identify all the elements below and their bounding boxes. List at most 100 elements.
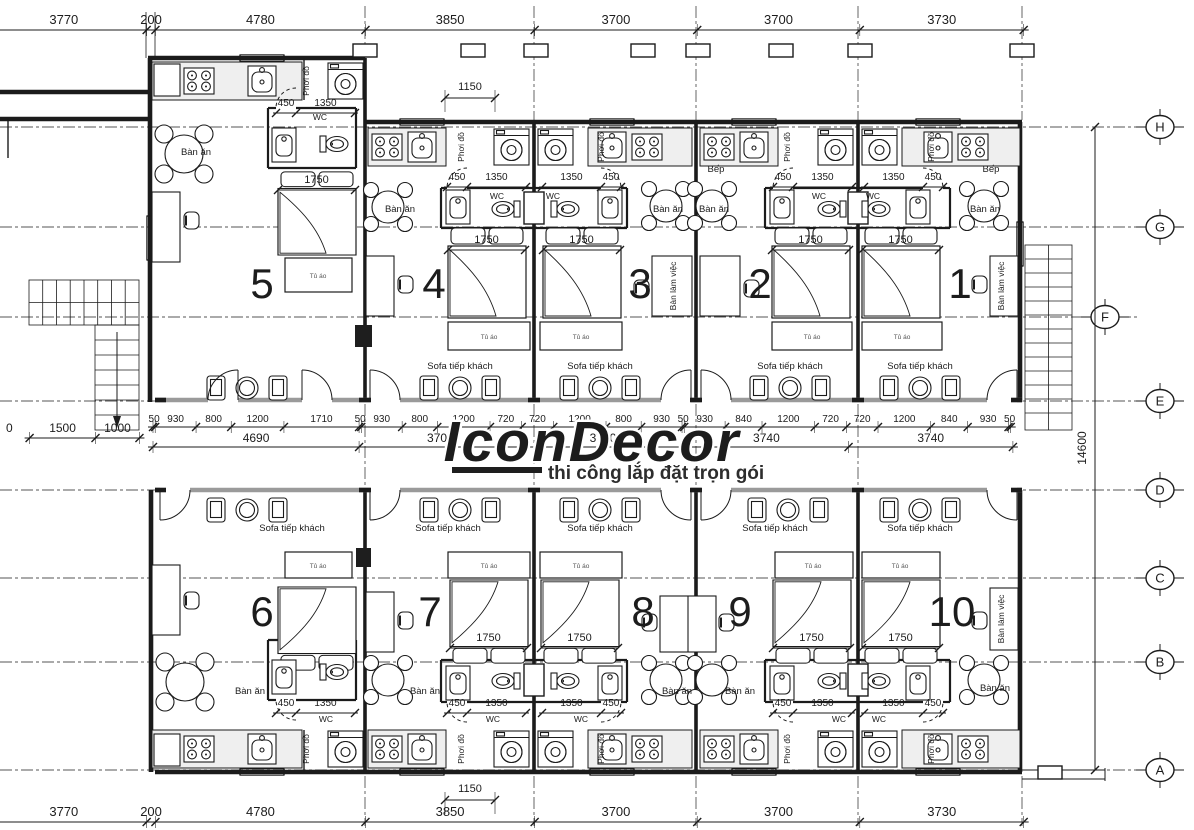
- dim-label: 1150: [458, 783, 482, 795]
- wc-label: WC: [490, 191, 504, 201]
- right-total-dimension: 14600: [1075, 122, 1100, 775]
- unit-number-8: 8: [631, 588, 654, 635]
- dim-label: 3850: [436, 804, 465, 819]
- dim-tick: [616, 182, 626, 192]
- furniture: [151, 61, 1021, 769]
- wardrobe-label: Tủ áo: [573, 562, 590, 570]
- grid-bubble-A: A: [1136, 752, 1184, 788]
- desk: [365, 255, 395, 317]
- dim-label: 1750: [474, 234, 498, 246]
- dim-tick: [857, 643, 867, 653]
- laundry-label: Phơi đồ: [596, 132, 606, 162]
- dim-tick: [537, 708, 547, 718]
- dim-tick: [934, 643, 944, 653]
- dim-tick: [291, 108, 301, 118]
- sofa-label: Sofa tiếp khách: [415, 523, 481, 534]
- dim-label: 1000: [104, 421, 131, 435]
- unit-number-7: 7: [418, 588, 441, 635]
- dim-label: 1200: [453, 414, 476, 425]
- dim-label: 200: [140, 12, 162, 27]
- dim-label: 450: [925, 698, 942, 709]
- dim-tick: [613, 643, 623, 653]
- dim-tick: [536, 643, 546, 653]
- grid-bubble-C: C: [1136, 560, 1184, 596]
- dim-label: 800: [615, 414, 632, 425]
- dim-label: 930: [373, 414, 390, 425]
- wardrobe-label: Tủ áo: [310, 562, 327, 570]
- dim-label: 450: [603, 172, 620, 183]
- dim-label: 3770: [49, 12, 78, 27]
- dim-label: 930: [980, 414, 997, 425]
- grid-bubbles: H G F E D C B A: [1081, 109, 1184, 788]
- desk: [151, 191, 181, 263]
- dim-tick: [442, 708, 452, 718]
- dim-label: 1200: [893, 414, 916, 425]
- laundry-label: Phơi đồ: [301, 734, 311, 764]
- dim-label: 3700: [590, 431, 617, 445]
- grid-label: H: [1155, 120, 1164, 135]
- watermark-dash: [452, 467, 542, 473]
- grid-label: A: [1156, 763, 1165, 778]
- dim-tick: [857, 245, 867, 255]
- dim-label: 1350: [485, 172, 508, 183]
- sofa-label: Sofa tiếp khách: [259, 523, 325, 534]
- dim-tick: [537, 182, 547, 192]
- room-labels: Bàn ăn Bàn ăn Bàn ăn Bàn ăn Bàn ăn Bàn ă…: [181, 66, 1010, 764]
- dim-label: 930: [167, 414, 184, 425]
- dim-tick: [859, 708, 869, 718]
- dim-label: 450: [449, 172, 466, 183]
- dim-label: 1500: [49, 421, 76, 435]
- dim-tick: [859, 182, 869, 192]
- dim-label: 840: [941, 414, 958, 425]
- dim-label: 930: [696, 414, 713, 425]
- dim-tick: [918, 182, 928, 192]
- dim-tick: [350, 185, 360, 195]
- desk-label: Bàn làm việc: [996, 594, 1006, 643]
- unit-number-9: 9: [728, 588, 751, 635]
- grid-label: D: [1155, 483, 1164, 498]
- dim-label: 3740: [917, 431, 944, 445]
- desk-label: Bàn làm việc: [668, 261, 678, 310]
- dim-label: 450: [603, 698, 620, 709]
- dim-label: 3700: [427, 431, 454, 445]
- unit-number-10: 10: [929, 588, 976, 635]
- dim-label: 3740: [753, 431, 780, 445]
- sofa-label: Sofa tiếp khách: [742, 523, 808, 534]
- desk: [989, 255, 1019, 317]
- dim-tick: [918, 708, 928, 718]
- dim-label: 1350: [882, 172, 905, 183]
- dim-label: 1750: [888, 632, 912, 644]
- unit-number-5: 5: [250, 260, 273, 307]
- dim-tick: [768, 708, 778, 718]
- dining-label: Bàn ăn: [970, 204, 1000, 215]
- laundry-label: Phơi đồ: [926, 734, 936, 764]
- unit-number-3: 3: [628, 260, 651, 307]
- dim-tick: [350, 108, 360, 118]
- wc-label: WC: [486, 714, 500, 724]
- dining-label: Bàn ăn: [662, 686, 692, 697]
- dim-tick: [442, 182, 452, 192]
- dim-tick: [462, 182, 472, 192]
- wardrobe-label: Tủ áo: [481, 562, 498, 570]
- dim-tick: [767, 245, 777, 255]
- dim-label: 50: [1004, 414, 1016, 425]
- unit-number-2: 2: [748, 260, 771, 307]
- wc-label: WC: [832, 714, 846, 724]
- dim-tick: [934, 245, 944, 255]
- dim-label: 1710: [310, 414, 333, 425]
- wardrobes: [284, 257, 943, 579]
- wardrobe-label: Tủ áo: [573, 333, 590, 341]
- wc-label: WC: [812, 191, 826, 201]
- dim-label: 1350: [811, 172, 834, 183]
- dim-label: 4780: [246, 12, 275, 27]
- wc-label: WC: [866, 191, 880, 201]
- shaft: [355, 325, 372, 347]
- sofa-label: Sofa tiếp khách: [567, 523, 633, 534]
- dim-label: 1200: [569, 414, 592, 425]
- dining-label: Bàn ăn: [699, 204, 729, 215]
- wardrobe-label: Tủ áo: [894, 333, 911, 341]
- dim-label: 450: [775, 698, 792, 709]
